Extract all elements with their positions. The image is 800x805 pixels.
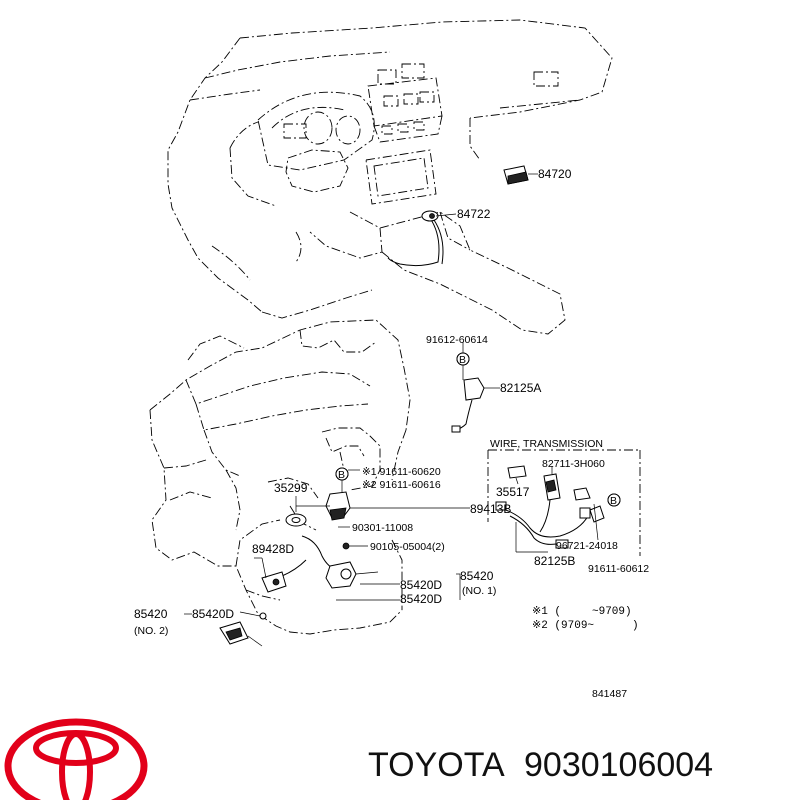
solenoid-85420-no2 — [219, 612, 267, 647]
label-84720: 84720 — [538, 167, 572, 181]
label-91612-60614: 91612-60614 — [426, 334, 488, 346]
dashboard-outline — [167, 19, 613, 335]
note-2-range: ) — [632, 620, 639, 632]
engine-outline — [149, 319, 411, 635]
label-89413B: 89413B — [470, 502, 511, 516]
badge-b-group: B B B — [335, 352, 621, 507]
note-1-range: ~9709) — [592, 606, 632, 618]
badge-b-89413B — [335, 467, 349, 481]
figure-number: 841487 — [592, 688, 627, 700]
label-91611-60620: ※1 91611-60620 — [362, 466, 441, 478]
harness-85420 — [261, 535, 379, 593]
leader-lines — [184, 173, 599, 617]
label-85420D-3: 85420D — [192, 607, 234, 621]
label-85420D-2: 85420D — [400, 592, 442, 606]
label-no2: (NO. 2) — [134, 625, 168, 637]
switch-84720 — [503, 165, 529, 185]
badge-b-wire — [607, 493, 621, 507]
badge-b-label-2: B — [338, 469, 345, 481]
badge-b-label-1: B — [459, 354, 466, 366]
label-82125A: 82125A — [500, 381, 541, 395]
note-1-mark: ※1 ( — [532, 606, 561, 618]
label-35517: 35517 — [496, 485, 530, 499]
label-84722: 84722 — [457, 207, 491, 221]
badge-b-label-3: B — [610, 495, 617, 507]
shift-lock-cable — [387, 210, 444, 267]
label-90301-11008: 90301-11008 — [352, 522, 413, 534]
label-96721-24018: 96721-24018 — [556, 540, 618, 552]
label-89428D: 89428D — [252, 542, 294, 556]
gasket-35299 — [285, 513, 307, 527]
label-82125B: 82125B — [534, 554, 575, 568]
toyota-logo — [4, 718, 148, 805]
part-labels: 84720 84722 91612-60614 82125A WIRE, TRA… — [134, 167, 649, 700]
part-number: 9030106004 — [524, 746, 713, 784]
label-35299: 35299 — [274, 481, 308, 495]
badge-b-82125A — [456, 352, 470, 366]
label-82711-3H060: 82711-3H060 — [542, 458, 605, 470]
label-85420-no2: 85420 — [134, 607, 168, 621]
label-91611-60616: ※2 91611-60616 — [362, 479, 441, 491]
note-2-mark: ※2 (9709~ — [532, 620, 594, 632]
label-wire-transmission: WIRE, TRANSMISSION — [490, 438, 603, 450]
label-85420D-1: 85420D — [400, 578, 442, 592]
brand-name: TOYOTA — [368, 746, 505, 784]
label-91611-60612: 91611-60612 — [588, 563, 649, 575]
label-85420-no1: 85420 — [460, 569, 494, 583]
label-90105-05004: 90105-05004(2) — [370, 541, 445, 553]
label-no1: (NO. 1) — [462, 585, 496, 597]
